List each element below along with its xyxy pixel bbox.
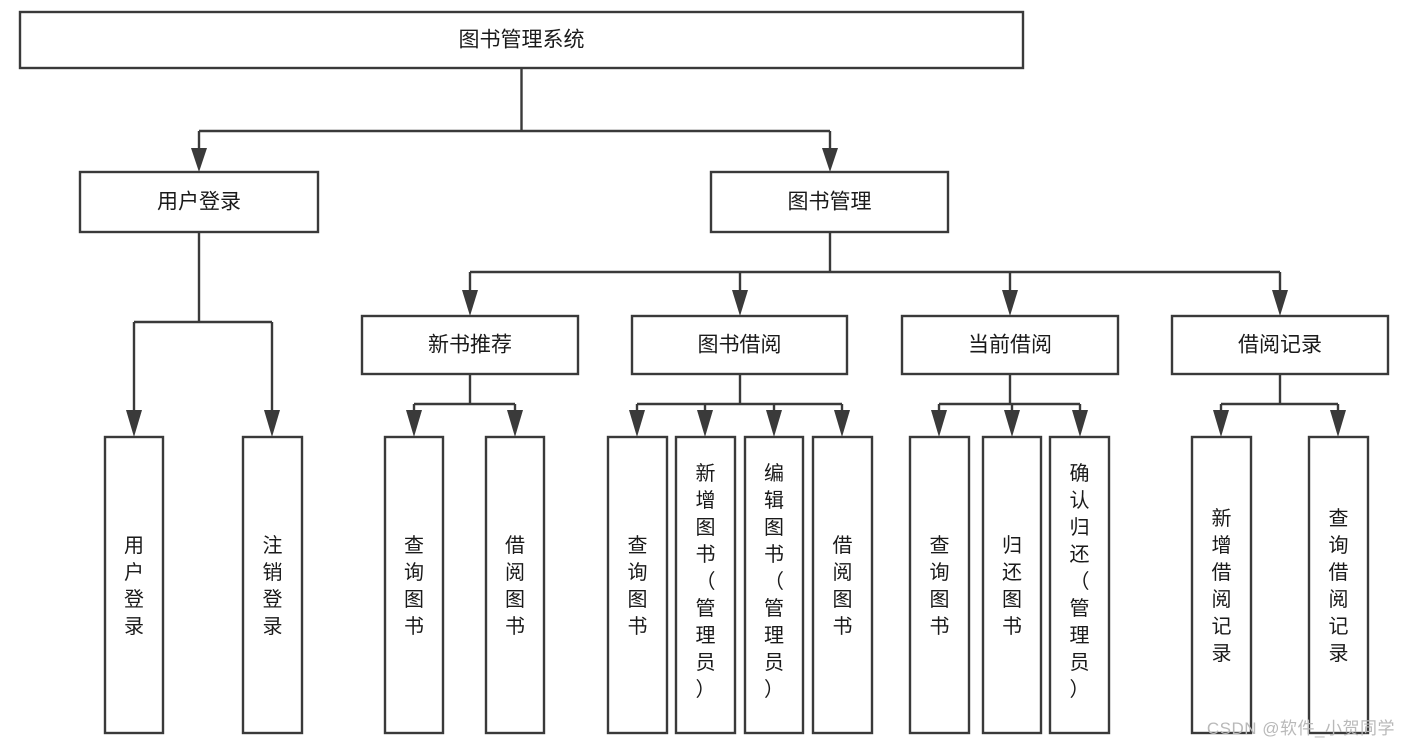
leaf-user-logout-box[interactable] [241, 435, 304, 735]
leaf-query-book-3-label: 查询图书 [930, 534, 950, 638]
leaf-confirm-return-box[interactable] [1048, 435, 1111, 735]
node-borrow-record-box[interactable] [1170, 314, 1390, 376]
leaf-query-record-box[interactable] [1307, 435, 1370, 735]
leaf-leaf-add-record[interactable]: 新增借阅记录 [1190, 435, 1253, 735]
node-current-borrow-label: 当前借阅 [968, 334, 1052, 357]
node-book-borrow-box[interactable] [630, 314, 849, 376]
arrow-head-new-book-rec [462, 290, 478, 316]
arrow-head-leaf-confirm-return [1072, 410, 1088, 437]
leaf-query-book-1-label: 查询图书 [404, 534, 424, 638]
leaf-query-book-1-box[interactable] [383, 435, 445, 735]
node-borrow-record[interactable]: 借阅记录 [1170, 314, 1390, 376]
leaf-borrow-book-1-label: 借阅图书 [505, 534, 525, 638]
arrow-head-current-borrow [1002, 290, 1018, 316]
leaf-add-book-box[interactable] [674, 435, 737, 735]
leaf-leaf-query-record[interactable]: 查询借阅记录 [1307, 435, 1370, 735]
leaf-query-book-3-box[interactable] [908, 435, 971, 735]
leaf-query-book-2-box[interactable] [606, 435, 669, 735]
node-new-book-rec-box[interactable] [360, 314, 580, 376]
leaf-leaf-user-logout[interactable]: 注销登录 [241, 435, 304, 735]
leaf-borrow-book-2-box[interactable] [811, 435, 874, 735]
node-new-book-rec-label: 新书推荐 [428, 334, 512, 357]
connector-layer [126, 68, 1346, 437]
node-borrow-record-label: 借阅记录 [1238, 334, 1322, 357]
leaf-edit-book-label: 编辑图书（管理员） [764, 462, 784, 701]
arrow-head-leaf-user-logout [264, 410, 280, 437]
leaf-confirm-return-label: 确认归还（管理员） [1070, 462, 1090, 701]
arrow-head-leaf-return-book [1004, 410, 1020, 437]
leaf-borrow-book-2-label: 借阅图书 [833, 534, 853, 638]
leaf-leaf-user-login[interactable]: 用户登录 [103, 435, 165, 735]
leaf-return-book-box[interactable] [981, 435, 1043, 735]
leaf-leaf-edit-book[interactable]: 编辑图书（管理员） [743, 435, 805, 735]
node-book-mgmt-box[interactable] [709, 170, 950, 234]
leaf-query-record-label: 查询借阅记录 [1329, 507, 1349, 665]
leaf-user-logout-label: 注销登录 [263, 534, 283, 638]
leaf-leaf-borrow-book-1[interactable]: 借阅图书 [484, 435, 546, 735]
leaf-leaf-query-book-1[interactable]: 查询图书 [383, 435, 445, 735]
node-user-login-label: 用户登录 [157, 191, 241, 214]
leaf-borrow-book-1-box[interactable] [484, 435, 546, 735]
arrow-head-book-mgmt [822, 148, 838, 172]
arrow-head-leaf-user-login [126, 410, 142, 437]
node-book-mgmt-label: 图书管理 [788, 191, 872, 214]
leaf-add-record-box[interactable] [1190, 435, 1253, 735]
node-user-login-box[interactable] [78, 170, 320, 234]
arrow-head-leaf-query-book-3 [931, 410, 947, 437]
node-root-box[interactable] [18, 10, 1025, 70]
arrow-head-leaf-edit-book [766, 410, 782, 437]
arrow-head-user-login [191, 148, 207, 172]
node-book-borrow[interactable]: 图书借阅 [630, 314, 849, 376]
leaf-leaf-query-book-2[interactable]: 查询图书 [606, 435, 669, 735]
node-current-borrow[interactable]: 当前借阅 [900, 314, 1120, 376]
leaf-user-login-box[interactable] [103, 435, 165, 735]
leaf-leaf-query-book-3[interactable]: 查询图书 [908, 435, 971, 735]
leaf-leaf-confirm-return[interactable]: 确认归还（管理员） [1048, 435, 1111, 735]
arrow-head-leaf-query-book-1 [406, 410, 422, 437]
arrow-head-leaf-query-book-2 [629, 410, 645, 437]
leaf-leaf-add-book[interactable]: 新增图书（管理员） [674, 435, 737, 735]
leaf-add-book-label: 新增图书（管理员） [696, 462, 716, 701]
node-root[interactable]: 图书管理系统 [18, 10, 1025, 70]
arrow-head-leaf-borrow-book-2 [834, 410, 850, 437]
node-book-mgmt[interactable]: 图书管理 [709, 170, 950, 234]
leaf-user-login-label: 用户登录 [124, 535, 144, 638]
arrow-head-leaf-borrow-book-1 [507, 410, 523, 437]
node-user-login[interactable]: 用户登录 [78, 170, 320, 234]
node-current-borrow-box[interactable] [900, 314, 1120, 376]
arrow-head-leaf-query-record [1330, 410, 1346, 437]
leaf-return-book-label: 归还图书 [1002, 534, 1022, 638]
leaf-query-book-2-label: 查询图书 [628, 534, 648, 638]
node-book-borrow-label: 图书借阅 [698, 334, 782, 357]
leaf-add-record-label: 新增借阅记录 [1212, 507, 1232, 665]
leaf-leaf-return-book[interactable]: 归还图书 [981, 435, 1043, 735]
arrow-head-book-borrow [732, 290, 748, 316]
arrow-head-leaf-add-book [697, 410, 713, 437]
watermark-label: CSDN @软件_小贺同学 [1206, 719, 1395, 738]
leaf-leaf-borrow-book-2[interactable]: 借阅图书 [811, 435, 874, 735]
node-root-label: 图书管理系统 [459, 29, 585, 52]
leaf-node-layer: 用户登录 注销登录 查询图书 借阅图书 查询图书 新增图书（管理员） 编辑图书（管理员） 借阅… [103, 435, 1370, 735]
node-new-book-rec[interactable]: 新书推荐 [360, 314, 580, 376]
leaf-edit-book-box[interactable] [743, 435, 805, 735]
arrow-head-leaf-add-record [1213, 410, 1229, 437]
arrow-head-borrow-record [1272, 290, 1288, 316]
